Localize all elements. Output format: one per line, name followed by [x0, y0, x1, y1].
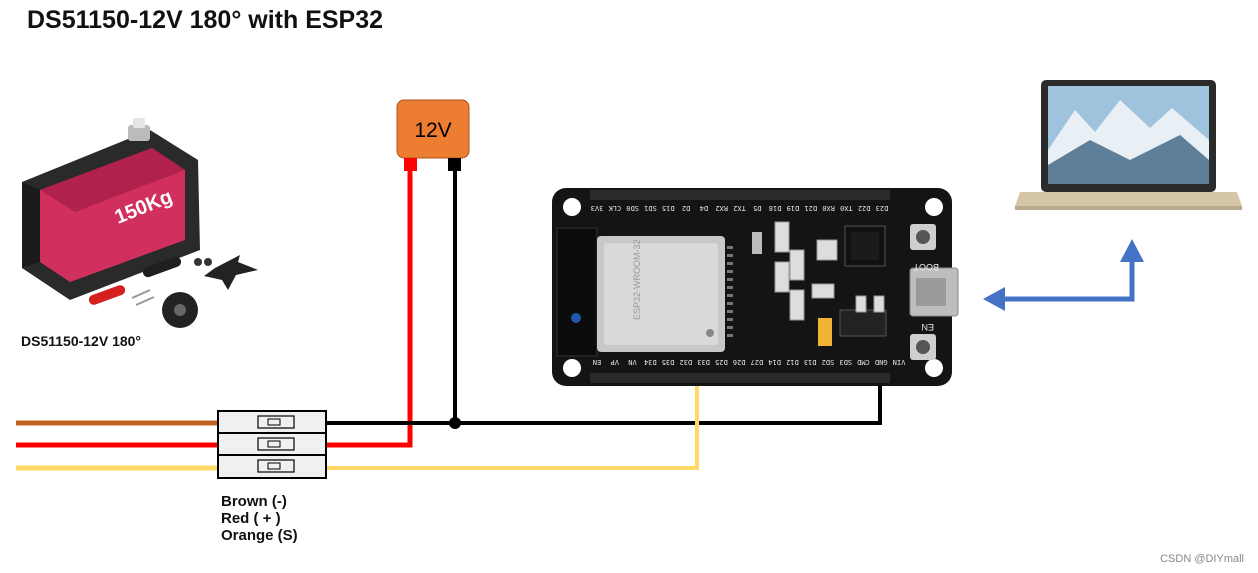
pin-label-d26: D26 — [733, 358, 746, 366]
esp32-board: ESP32-WROOM-32 BOOT — [552, 188, 959, 386]
pin-label-d23: D23 — [876, 204, 889, 212]
red-wire-to-12v — [326, 171, 413, 448]
pin-label-cmd: CMD — [857, 358, 870, 366]
power-supply-12v: 12V — [396, 99, 470, 171]
pin-label-d5: D5 — [753, 204, 761, 212]
pin-label-3v3: 3V3 — [591, 204, 604, 212]
ground-junction — [449, 417, 461, 429]
pin-label-en: EN — [593, 358, 601, 366]
pin-label-vn: VN — [628, 358, 636, 366]
en-label: EN — [921, 322, 934, 332]
pin-label-tx0: TX0 — [840, 204, 853, 212]
ground-wire — [326, 382, 882, 425]
pin-label-d32: D32 — [679, 358, 692, 366]
diagram-title: DS51150-12V 180° with ESP32 — [27, 6, 384, 34]
pin-label-d35: D35 — [662, 358, 675, 366]
legend-orange: Orange (S) — [221, 527, 298, 544]
pin-label-clk: CLK — [608, 204, 621, 212]
watermark: CSDN @DIYmall — [1160, 553, 1244, 565]
pin-label-d14: D14 — [768, 358, 781, 366]
wires — [16, 171, 882, 471]
power-label: 12V — [414, 119, 451, 142]
pin-label-vin: VIN — [893, 358, 906, 366]
pin-label-vp: VP — [611, 358, 619, 366]
power-positive-terminal — [404, 158, 417, 171]
pin-label-d19: D19 — [787, 204, 800, 212]
pin-label-tx2: TX2 — [733, 204, 746, 212]
module-text: ESP32-WROOM-32 — [632, 239, 642, 320]
pin-label-sd0: SD0 — [626, 204, 639, 212]
wire-legend: Brown (-) Red ( + ) Orange (S) — [221, 493, 298, 544]
power-negative-terminal — [448, 158, 461, 171]
pin-label-d22: D22 — [858, 204, 871, 212]
pin-label-d12: D12 — [786, 358, 799, 366]
pin-label-d13: D13 — [804, 358, 817, 366]
boot-label: BOOT — [913, 262, 939, 272]
pin-label-d4: D4 — [700, 204, 708, 212]
pin-label-sd2: SD2 — [822, 358, 835, 366]
pin-label-d21: D21 — [804, 204, 817, 212]
pin-label-d25: D25 — [715, 358, 728, 366]
pin-label-d18: D18 — [769, 204, 782, 212]
pin-label-d33: D33 — [697, 358, 710, 366]
servo-image: 150Kg — [22, 118, 258, 328]
pin-label-d15: D15 — [662, 204, 675, 212]
laptop-image — [1015, 80, 1242, 210]
legend-brown: Brown (-) — [221, 493, 287, 510]
pin-label-sd3: SD3 — [839, 358, 852, 366]
esp32-top-pin-labels: 3V3 CLK SD0 SD1 D15 D2 D4 RX2 TX2 D5 D18 D19 D21 RX0 T… — [591, 204, 889, 212]
servo-caption: DS51150-12V 180° — [21, 333, 142, 349]
pin-label-sd1: SD1 — [644, 204, 657, 212]
pin-label-rx0: RX0 — [822, 204, 835, 212]
usb-connection-arrow — [983, 239, 1144, 311]
pin-label-d2: D2 — [682, 204, 690, 212]
servo-connector — [217, 410, 327, 479]
esp32-bottom-pin-labels: EN VP VN D34 D35 D32 D33 D25 D26 D27 D14 D12 D13 SD2 S… — [593, 358, 906, 366]
pin-label-d34: D34 — [644, 358, 657, 366]
pin-label-d27: D27 — [751, 358, 764, 366]
pin-label-rx2: RX2 — [715, 204, 728, 212]
legend-red: Red ( + ) — [221, 510, 281, 527]
pin-label-gnd: GND — [875, 358, 888, 366]
